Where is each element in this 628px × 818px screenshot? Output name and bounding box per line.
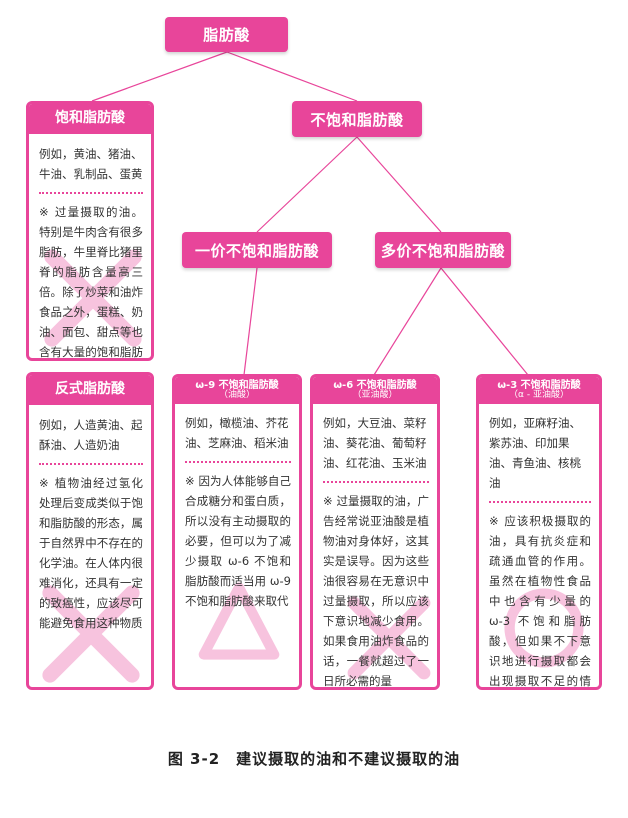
root-node-fatty-acid: 脂肪酸 [165,17,288,52]
card-trans-body: 例如，人造黄油、起酥油、人造奶油 ※ 植物油经过氢化处理后变成类似于饱和脂肪酸的… [39,415,143,633]
card-trans-divider [39,463,143,465]
card-saturated-title: 饱和脂肪酸 [55,110,125,127]
card-omega6-note: ※ 过量摄取的油，广告经常说亚油酸是植物油对身体好，这其实是误导。因为这些油很容… [323,494,429,688]
card-trans-header: 反式脂肪酸 [29,375,151,405]
card-omega6-title: ω-6 不饱和脂肪酸 [333,380,417,392]
card-omega3-subtitle: （α - 亚油酸） [509,390,569,401]
root-node-label: 脂肪酸 [203,26,250,44]
card-omega6-header: ω-6 不饱和脂肪酸 （亚油酸） [313,377,437,404]
card-omega3-body: 例如，亚麻籽油、紫苏油、印加果油、青鱼油、核桃油 ※ 应该积极摄取的油，具有抗炎… [489,413,591,688]
card-saturated-examples: 例如，黄油、猪油、牛油、乳制品、蛋黄 [39,147,143,181]
connector-mono-omega9 [243,267,258,376]
card-saturated-body: 例如，黄油、猪油、牛油、乳制品、蛋黄 ※ 过量摄取的油。特别是牛肉含有很多脂肪，… [39,144,143,359]
connector-unsaturated-poly [356,136,442,233]
card-omega9-header: ω-9 不饱和脂肪酸 （油酸） [175,377,299,404]
card-omega6-examples: 例如，大豆油、菜籽油、葵花油、葡萄籽油、红花油、玉米油 [323,416,427,470]
connector-root-unsaturated [226,51,358,102]
unsaturated-node-label: 不饱和脂肪酸 [310,110,404,129]
card-saturated-note: ※ 过量摄取的油。特别是牛肉含有很多脂肪，牛里脊比猪里脊的脂肪含量高三倍。除了炒… [39,205,143,359]
card-saturated-header: 饱和脂肪酸 [29,104,151,134]
figure-number: 图 3-2 [167,750,221,768]
card-trans-fat: 反式脂肪酸 例如，人造黄油、起酥油、人造奶油 ※ 植物油经过氢化处理后变成类似于… [26,372,154,690]
figure-caption-text: 建议摄取的油和不建议摄取的油 [236,750,461,768]
connector-unsaturated-mono [256,136,358,233]
card-omega6-divider [323,481,429,483]
card-omega9-note: ※ 因为人体能够自己合成糖分和蛋白质，所以没有主动摄取的必要，但可以为了减少摄取… [185,474,291,608]
card-omega3-header: ω-3 不饱和脂肪酸 （α - 亚油酸） [479,377,599,404]
card-omega9-divider [185,461,291,463]
card-omega3: ω-3 不饱和脂肪酸 （α - 亚油酸） 例如，亚麻籽油、紫苏油、印加果油、青鱼… [476,374,602,690]
card-omega6-body: 例如，大豆油、菜籽油、葵花油、葡萄籽油、红花油、玉米油 ※ 过量摄取的油，广告经… [323,413,429,688]
card-trans-note: ※ 植物油经过氢化处理后变成类似于饱和脂肪酸的形态，属于自然界中不存在的化学油。… [39,476,143,630]
card-saturated-divider [39,192,143,194]
card-saturated-fat: 饱和脂肪酸 例如，黄油、猪油、牛油、乳制品、蛋黄 ※ 过量摄取的油。特别是牛肉含… [26,101,154,361]
card-omega3-divider [489,501,591,503]
card-omega9-subtitle: （油酸） [218,390,255,401]
connector-poly-omega6 [373,267,442,376]
card-omega6: ω-6 不饱和脂肪酸 （亚油酸） 例如，大豆油、菜籽油、葵花油、葡萄籽油、红花油… [310,374,440,690]
card-trans-title: 反式脂肪酸 [55,381,125,398]
connector-root-saturated [91,51,228,102]
card-omega9: ω-9 不饱和脂肪酸 （油酸） 例如，橄榄油、芥花油、芝麻油、稻米油 ※ 因为人… [172,374,302,690]
card-omega9-body: 例如，橄榄油、芥花油、芝麻油、稻米油 ※ 因为人体能够自己合成糖分和蛋白质，所以… [185,413,291,611]
card-omega9-examples: 例如，橄榄油、芥花油、芝麻油、稻米油 [185,416,289,450]
poly-node-label: 多价不饱和脂肪酸 [380,241,505,260]
poly-unsaturated-node: 多价不饱和脂肪酸 [375,232,511,268]
card-omega3-note: ※ 应该积极摄取的油，具有抗炎症和疏通血管的作用。虽然在植物性食品中也含有少量的… [489,514,591,688]
mono-node-label: 一价不饱和脂肪酸 [194,241,319,260]
figure-caption: 图 3-2 建议摄取的油和不建议摄取的油 [0,748,628,769]
card-omega9-title: ω-9 不饱和脂肪酸 [195,380,279,392]
mono-unsaturated-node: 一价不饱和脂肪酸 [182,232,332,268]
connector-poly-omega3 [440,267,529,376]
card-trans-examples: 例如，人造黄油、起酥油、人造奶油 [39,418,143,452]
card-omega3-title: ω-3 不饱和脂肪酸 [497,380,581,392]
unsaturated-node: 不饱和脂肪酸 [292,101,422,137]
card-omega6-subtitle: （亚油酸） [352,390,398,401]
card-omega3-examples: 例如，亚麻籽油、紫苏油、印加果油、青鱼油、核桃油 [489,416,581,490]
